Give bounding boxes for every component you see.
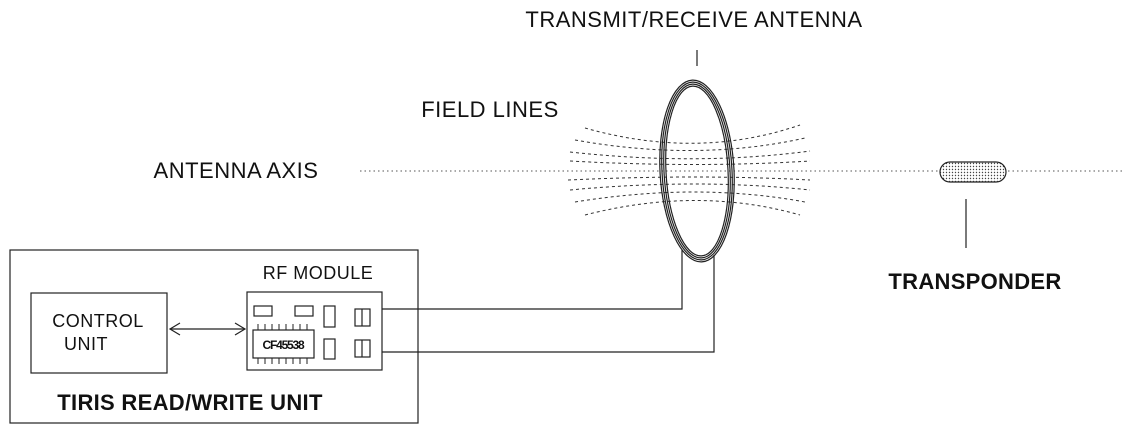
antenna-axis-label: ANTENNA AXIS — [154, 158, 319, 183]
rf-components — [253, 305, 371, 360]
field-line — [567, 176, 811, 181]
field-line — [569, 183, 811, 191]
read-write-unit-box — [9, 249, 419, 424]
control-unit-box — [30, 292, 168, 374]
field-line — [584, 124, 801, 144]
field-lines — [567, 124, 811, 216]
transponder-label: TRANSPONDER — [888, 269, 1061, 294]
capacitor — [323, 338, 336, 360]
bidirectional-arrow — [168, 322, 247, 336]
rf-module-box — [246, 291, 383, 371]
antenna-wire — [382, 250, 683, 310]
resistor — [294, 305, 314, 317]
field-line — [574, 137, 806, 151]
field-line — [569, 150, 811, 160]
transponder-shape — [939, 161, 1007, 183]
field-line — [584, 200, 801, 216]
antenna-title-label: TRANSMIT/RECEIVE ANTENNA — [525, 7, 862, 32]
control-unit-label-line1: CONTROL — [52, 311, 144, 331]
antenna-coil — [659, 79, 735, 263]
rf-module-label: RF MODULE — [263, 263, 374, 283]
control-unit-label-line2: UNIT — [64, 334, 108, 354]
chip-code-label: CF45538 — [263, 338, 305, 352]
unit-title-label: TIRIS READ/WRITE UNIT — [57, 390, 323, 415]
antenna-wire — [382, 255, 715, 353]
field-lines-label: FIELD LINES — [421, 97, 559, 122]
field-line — [569, 160, 811, 165]
ic-chip — [252, 324, 315, 364]
antenna-wires — [382, 250, 715, 353]
field-line — [574, 191, 806, 203]
capacitor — [323, 305, 336, 328]
resistor — [253, 305, 273, 317]
